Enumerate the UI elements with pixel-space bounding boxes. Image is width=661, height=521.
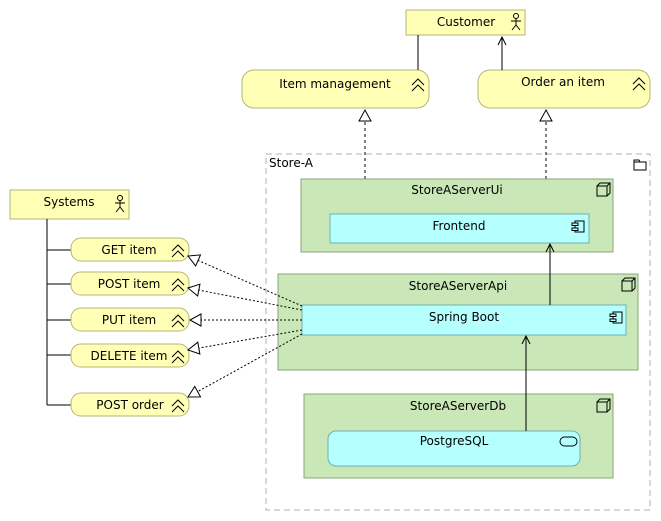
service-icon [171, 314, 185, 328]
get-item-label: GET item [101, 243, 156, 257]
node-cube-icon [596, 182, 611, 197]
node-cube-icon [596, 398, 611, 413]
node-cube-icon [621, 277, 636, 292]
post-order-service[interactable]: POST order [70, 392, 190, 417]
db-node-label: StoreAServerDb [410, 399, 506, 413]
frontend-label: Frontend [433, 219, 486, 233]
service-icon [171, 399, 185, 413]
postgresql-label: PostgreSQL [420, 434, 489, 448]
spring-realizes-api-services [186, 254, 303, 398]
item-management-label: Item management [279, 77, 391, 91]
put-item-service[interactable]: PUT item [70, 307, 190, 332]
spring-boot-label: Spring Boot [429, 310, 499, 324]
delete-item-service[interactable]: DELETE item [70, 343, 190, 368]
systems-connector-tree [46, 219, 71, 406]
delete-item-label: DELETE item [91, 349, 168, 363]
order-item-service[interactable]: Order an item [477, 69, 651, 109]
actor-icon [115, 195, 125, 213]
get-item-service[interactable]: GET item [70, 237, 190, 262]
customer-actor[interactable]: Customer [405, 9, 526, 36]
service-icon [632, 77, 646, 91]
store-a-label: Store-A [269, 156, 314, 170]
post-item-label: POST item [98, 277, 161, 291]
post-item-service[interactable]: POST item [70, 271, 190, 296]
order-item-label: Order an item [521, 75, 605, 89]
service-icon [171, 278, 185, 292]
post-order-label: POST order [96, 398, 164, 412]
put-item-label: PUT item [102, 313, 156, 327]
data-store-icon [559, 436, 578, 447]
customer-label: Customer [437, 15, 495, 29]
postgresql-data-store[interactable]: PostgreSQL [327, 430, 581, 467]
component-icon [571, 220, 585, 233]
service-icon [171, 350, 185, 364]
item-management-service[interactable]: Item management [241, 69, 430, 109]
systems-label: Systems [44, 195, 95, 209]
systems-actor[interactable]: Systems [9, 189, 130, 220]
api-node-label: StoreAServerApi [409, 279, 507, 293]
ui-node-label: StoreAServerUi [411, 183, 502, 197]
store-a-group[interactable]: Store-A [265, 153, 651, 511]
service-icon [171, 244, 185, 258]
component-icon [609, 311, 623, 324]
service-icon [411, 78, 425, 92]
folder-icon [633, 159, 647, 171]
actor-icon [511, 13, 521, 31]
frontend-component[interactable]: Frontend [329, 213, 590, 244]
spring-boot-component[interactable]: Spring Boot [301, 304, 627, 336]
